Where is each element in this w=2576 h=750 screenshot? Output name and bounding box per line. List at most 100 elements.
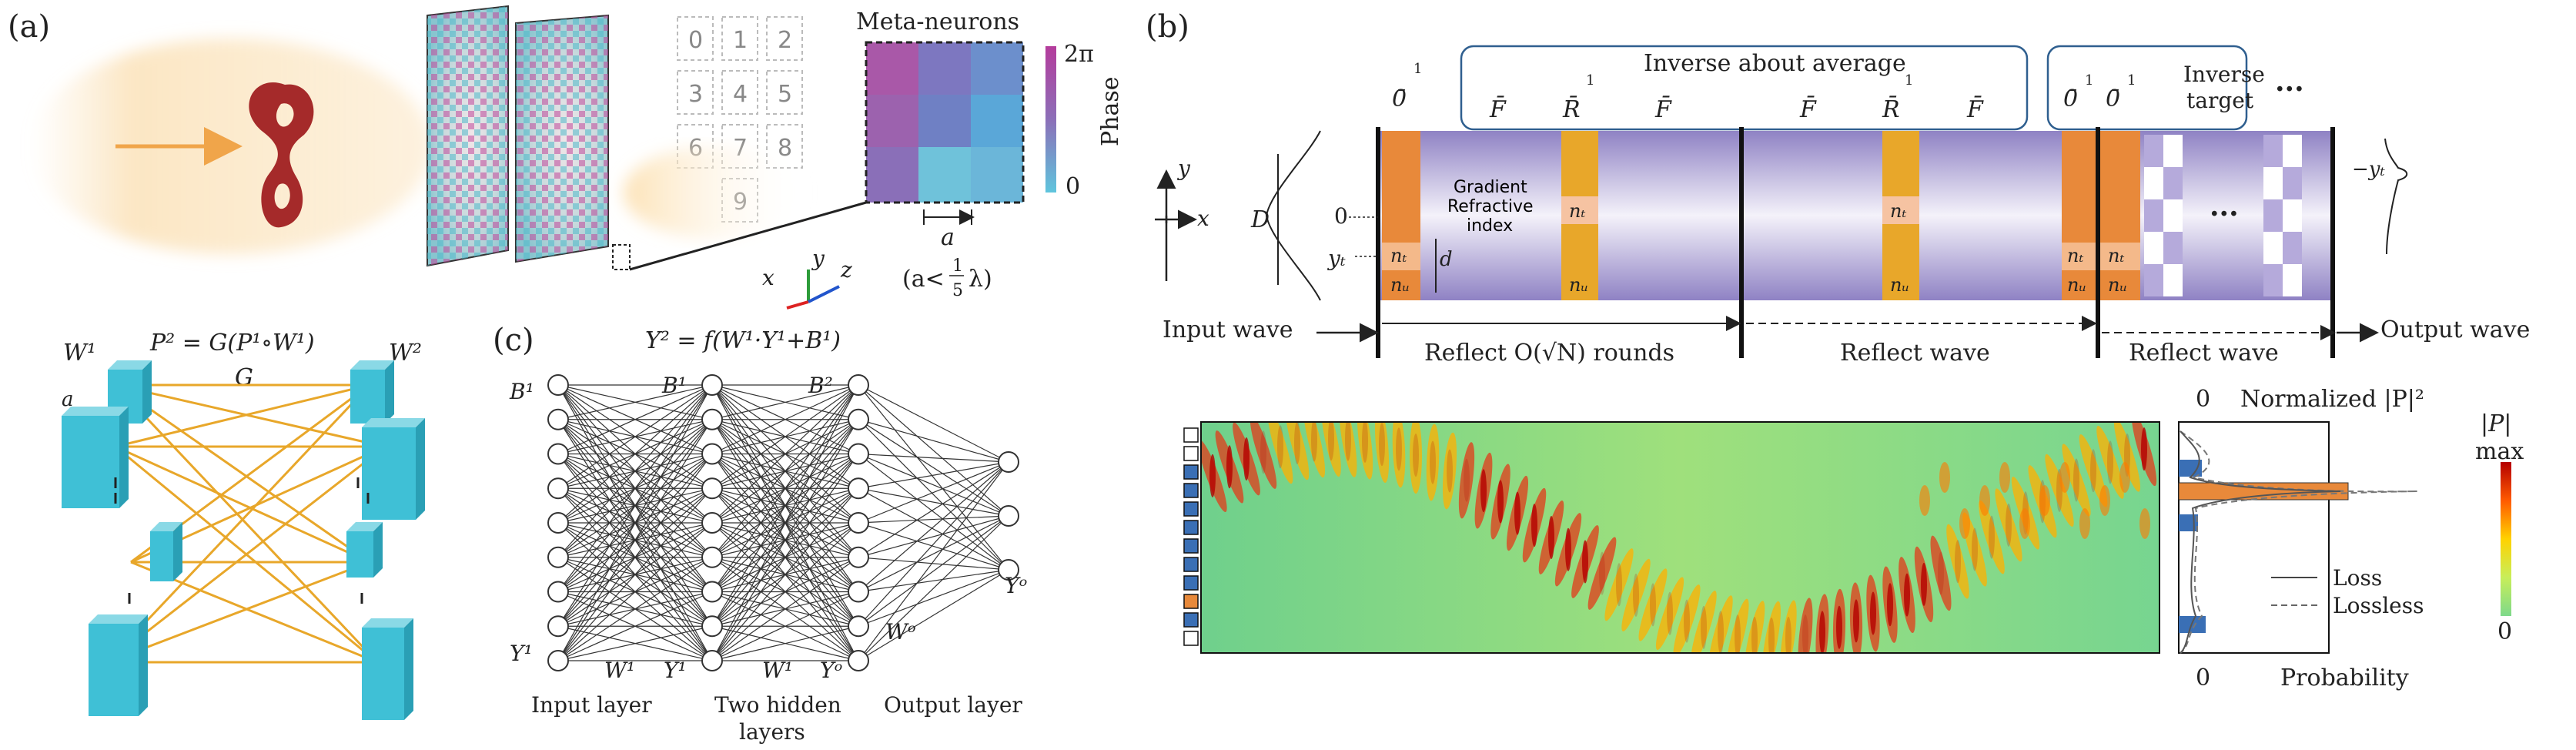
nn-edge bbox=[711, 557, 859, 661]
nn-node bbox=[848, 512, 869, 534]
checker-cell bbox=[2163, 264, 2183, 296]
loss-curve bbox=[2180, 430, 2341, 654]
nn-edge bbox=[858, 461, 1009, 592]
field-core bbox=[1802, 614, 1808, 653]
svg-text:y: y bbox=[811, 246, 825, 271]
field-lobe bbox=[1638, 568, 1668, 641]
field-core bbox=[1243, 437, 1250, 480]
field-core bbox=[1447, 449, 1453, 493]
reflect-wave-label-2: Reflect wave bbox=[2129, 340, 2279, 367]
top-zero-label: 0 bbox=[2196, 386, 2210, 413]
field-lobe bbox=[1939, 462, 1950, 493]
checker-cell bbox=[2263, 135, 2283, 167]
nn-node bbox=[547, 374, 569, 396]
svg-text:nₜ: nₜ bbox=[2108, 245, 2124, 266]
field-core bbox=[1938, 551, 1944, 595]
field-core bbox=[1548, 515, 1554, 559]
nn-node bbox=[701, 615, 723, 638]
field-lobe bbox=[1339, 422, 1357, 477]
strip-r2-nt bbox=[1882, 196, 1919, 224]
inverse-average-box bbox=[1460, 45, 2029, 131]
neuron-cube bbox=[346, 522, 383, 578]
nn-node bbox=[848, 477, 869, 500]
field-core bbox=[1633, 573, 1639, 617]
y1-hidden-label: Y¹ bbox=[664, 658, 687, 683]
nn-edge bbox=[557, 419, 713, 661]
strip-0 bbox=[1382, 131, 1420, 300]
field-core bbox=[1396, 427, 1402, 471]
nn-node bbox=[547, 512, 569, 534]
checker-cell bbox=[2283, 199, 2302, 232]
nn-edge bbox=[858, 515, 1009, 593]
nn-node bbox=[547, 443, 569, 465]
field-core bbox=[2141, 427, 2147, 471]
metasurface-layers bbox=[427, 5, 609, 267]
strip-r1-nt bbox=[1561, 196, 1598, 224]
input-gaussian bbox=[1265, 130, 1321, 301]
nn-edge bbox=[711, 384, 859, 489]
field-core bbox=[1480, 469, 1487, 513]
digit-cell-label: 3 bbox=[688, 81, 703, 108]
checker-cell bbox=[2163, 167, 2183, 199]
nn-node bbox=[701, 408, 723, 430]
svg-text:1: 1 bbox=[2127, 72, 2136, 89]
port-marker bbox=[1183, 427, 1199, 443]
panel-c: (c) Y² = f(W¹·Y¹+B¹) B¹ B¹ B² Y¹ W¹ Y¹ W… bbox=[493, 323, 1027, 745]
field-core bbox=[1430, 440, 1436, 484]
field-core bbox=[1667, 591, 1673, 635]
port-marker bbox=[1183, 594, 1199, 609]
port-marker bbox=[1183, 520, 1199, 535]
inverse-average-label: Inverse about average bbox=[1644, 50, 1906, 77]
digit-cell-label: 2 bbox=[778, 27, 792, 54]
nn-edge bbox=[858, 487, 1009, 517]
neuron-cube bbox=[350, 360, 394, 424]
svg-text:1: 1 bbox=[2085, 72, 2093, 89]
gradient-line2: Refractive bbox=[1447, 197, 1534, 216]
digit-cell-label: 0 bbox=[688, 27, 703, 54]
port-marker bbox=[1183, 575, 1199, 591]
checker-cell bbox=[2144, 264, 2163, 296]
field-lobe bbox=[1442, 432, 1457, 510]
nn-edge bbox=[858, 487, 1009, 571]
nn-node bbox=[848, 408, 869, 430]
checker-cell bbox=[2263, 264, 2283, 296]
svg-text:1: 1 bbox=[952, 256, 963, 276]
strip-0-nt bbox=[1382, 243, 1420, 270]
svg-text:R̄: R̄ bbox=[1882, 95, 1900, 123]
svg-text:x: x bbox=[762, 265, 774, 290]
field-core bbox=[1277, 425, 1283, 469]
checker-cell bbox=[2144, 232, 2163, 264]
digit-cell-label: 5 bbox=[778, 81, 792, 108]
zoom-box bbox=[612, 244, 631, 270]
yt-label: yₜ bbox=[1326, 246, 1346, 271]
nn-edge bbox=[858, 454, 1009, 571]
checker-cell bbox=[2144, 135, 2163, 167]
b1-label: B¹ bbox=[509, 379, 534, 404]
field-lobe bbox=[2019, 508, 2030, 539]
field-core bbox=[1565, 527, 1571, 571]
output-layer-label: Output layer bbox=[884, 692, 1022, 718]
nn-edge bbox=[858, 515, 1009, 661]
checker-cell bbox=[2144, 199, 2163, 232]
input-layer-label: Input layer bbox=[531, 692, 652, 718]
field-core bbox=[1582, 540, 1588, 584]
index-labels: nₜ nᵤ nₜ nᵤ nₜ nᵤ nₜ nᵤ nₜ nᵤ bbox=[1390, 200, 2127, 296]
nn-node bbox=[547, 581, 569, 603]
neg-yt-label: −yₜ bbox=[2352, 158, 2385, 181]
svg-text:nₜ: nₜ bbox=[1569, 200, 1585, 222]
field-core bbox=[1853, 599, 1859, 643]
nn-node bbox=[701, 546, 723, 568]
nn-edge bbox=[858, 453, 1009, 463]
zero-y-label: 0 bbox=[1334, 203, 1348, 229]
port-marker bbox=[1183, 483, 1199, 498]
nn-edge bbox=[557, 384, 713, 592]
checker-cell bbox=[2263, 232, 2283, 264]
svg-text:x: x bbox=[1197, 206, 1209, 231]
digit-cell bbox=[766, 70, 803, 115]
checker-cell bbox=[2163, 232, 2183, 264]
nn-nodes bbox=[547, 374, 1019, 671]
field-core bbox=[1294, 422, 1300, 464]
checker-cell bbox=[2263, 199, 2283, 232]
field-core bbox=[1413, 434, 1419, 477]
svg-text:5: 5 bbox=[952, 281, 963, 300]
